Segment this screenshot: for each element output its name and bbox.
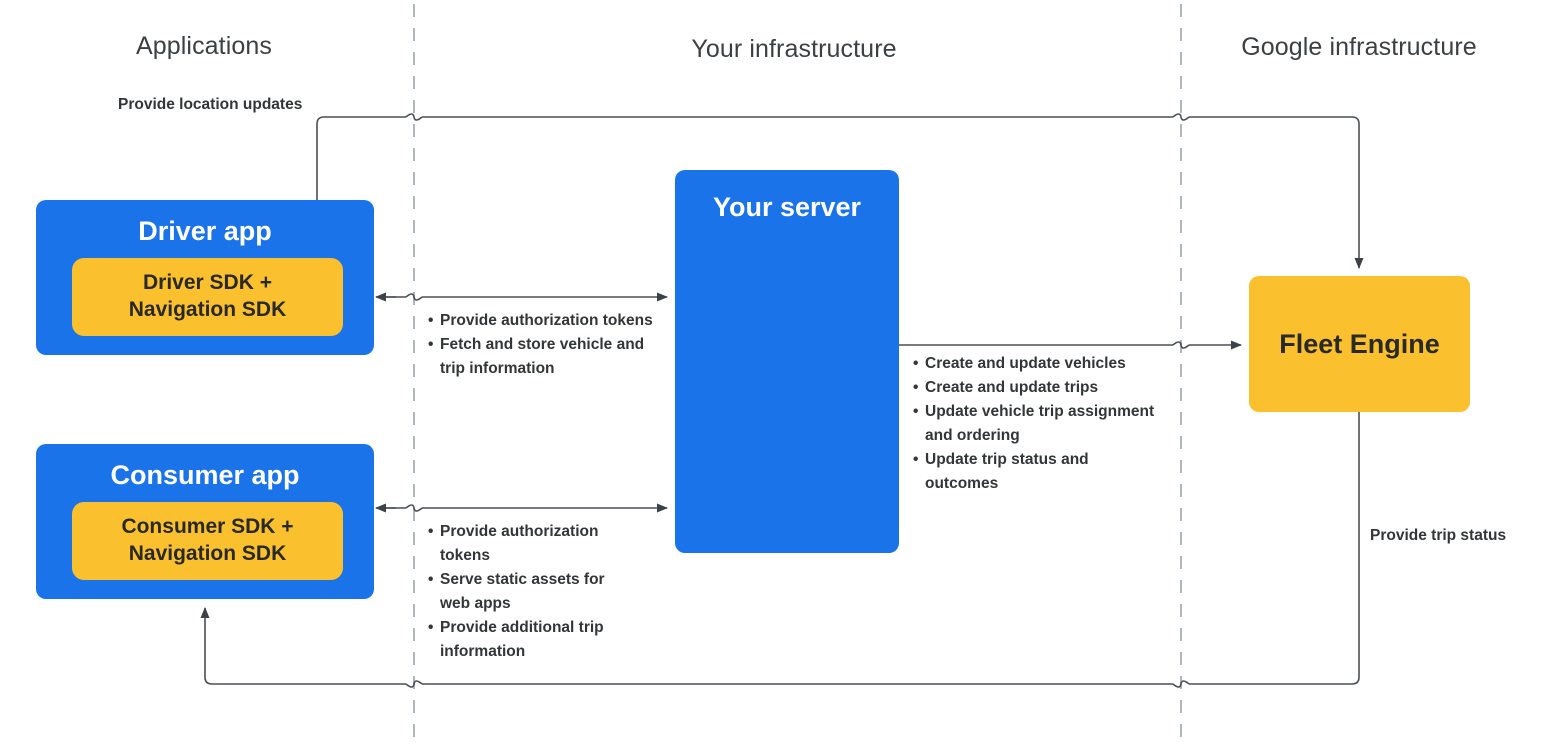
list-item: Create and update trips	[913, 376, 1161, 400]
list-item: Update trip status and outcomes	[913, 448, 1161, 496]
consumer-server-bullet-list: Provide authorization tokens Serve stati…	[428, 520, 613, 664]
edge-label-location-updates: Provide location updates	[118, 96, 303, 113]
list-item: Provide additional trip information	[428, 616, 613, 664]
list-item: Update vehicle trip assignment and order…	[913, 400, 1161, 448]
edge-consumer-server	[375, 503, 668, 513]
column-heading-applications: Applications	[135, 32, 273, 60]
fleet-engine-title: Fleet Engine	[1279, 328, 1440, 359]
consumer-sdk-box[interactable]: Consumer SDK + Navigation SDK	[72, 502, 343, 580]
driver-sdk-box[interactable]: Driver SDK + Navigation SDK	[72, 258, 343, 336]
server-fleet-bullet-list: Create and update vehicles Create and up…	[913, 352, 1161, 496]
list-item: Fetch and store vehicle and trip informa…	[428, 333, 658, 381]
list-item: Provide authorization tokens	[428, 309, 658, 333]
consumer-app-title: Consumer app	[110, 460, 300, 490]
edge-label-trip-status: Provide trip status	[1370, 527, 1507, 544]
fleet-engine-box[interactable]: Fleet Engine	[1249, 276, 1470, 412]
driver-sdk-label: Driver SDK + Navigation SDK	[128, 271, 287, 321]
your-server-box[interactable]: Your server	[675, 170, 899, 553]
list-item: Create and update vehicles	[913, 352, 1161, 376]
list-item: Provide authorization tokens	[428, 520, 613, 568]
column-heading-your-infrastructure: Your infrastructure	[691, 35, 897, 63]
consumer-sdk-label: Consumer SDK + Navigation SDK	[121, 515, 294, 565]
list-item: Serve static assets for web apps	[428, 568, 613, 616]
edge-server-fleet	[899, 340, 1242, 350]
edge-driver-server	[375, 292, 668, 302]
consumer-app-box[interactable]: Consumer app Consumer SDK + Navigation S…	[36, 444, 374, 599]
your-server-title: Your server	[712, 192, 862, 222]
driver-app-box[interactable]: Driver app Driver SDK + Navigation SDK	[36, 200, 374, 355]
driver-server-bullet-list: Provide authorization tokens Fetch and s…	[428, 309, 658, 381]
column-heading-google-infrastructure: Google infrastructure	[1241, 33, 1477, 61]
driver-app-title: Driver app	[138, 216, 272, 246]
